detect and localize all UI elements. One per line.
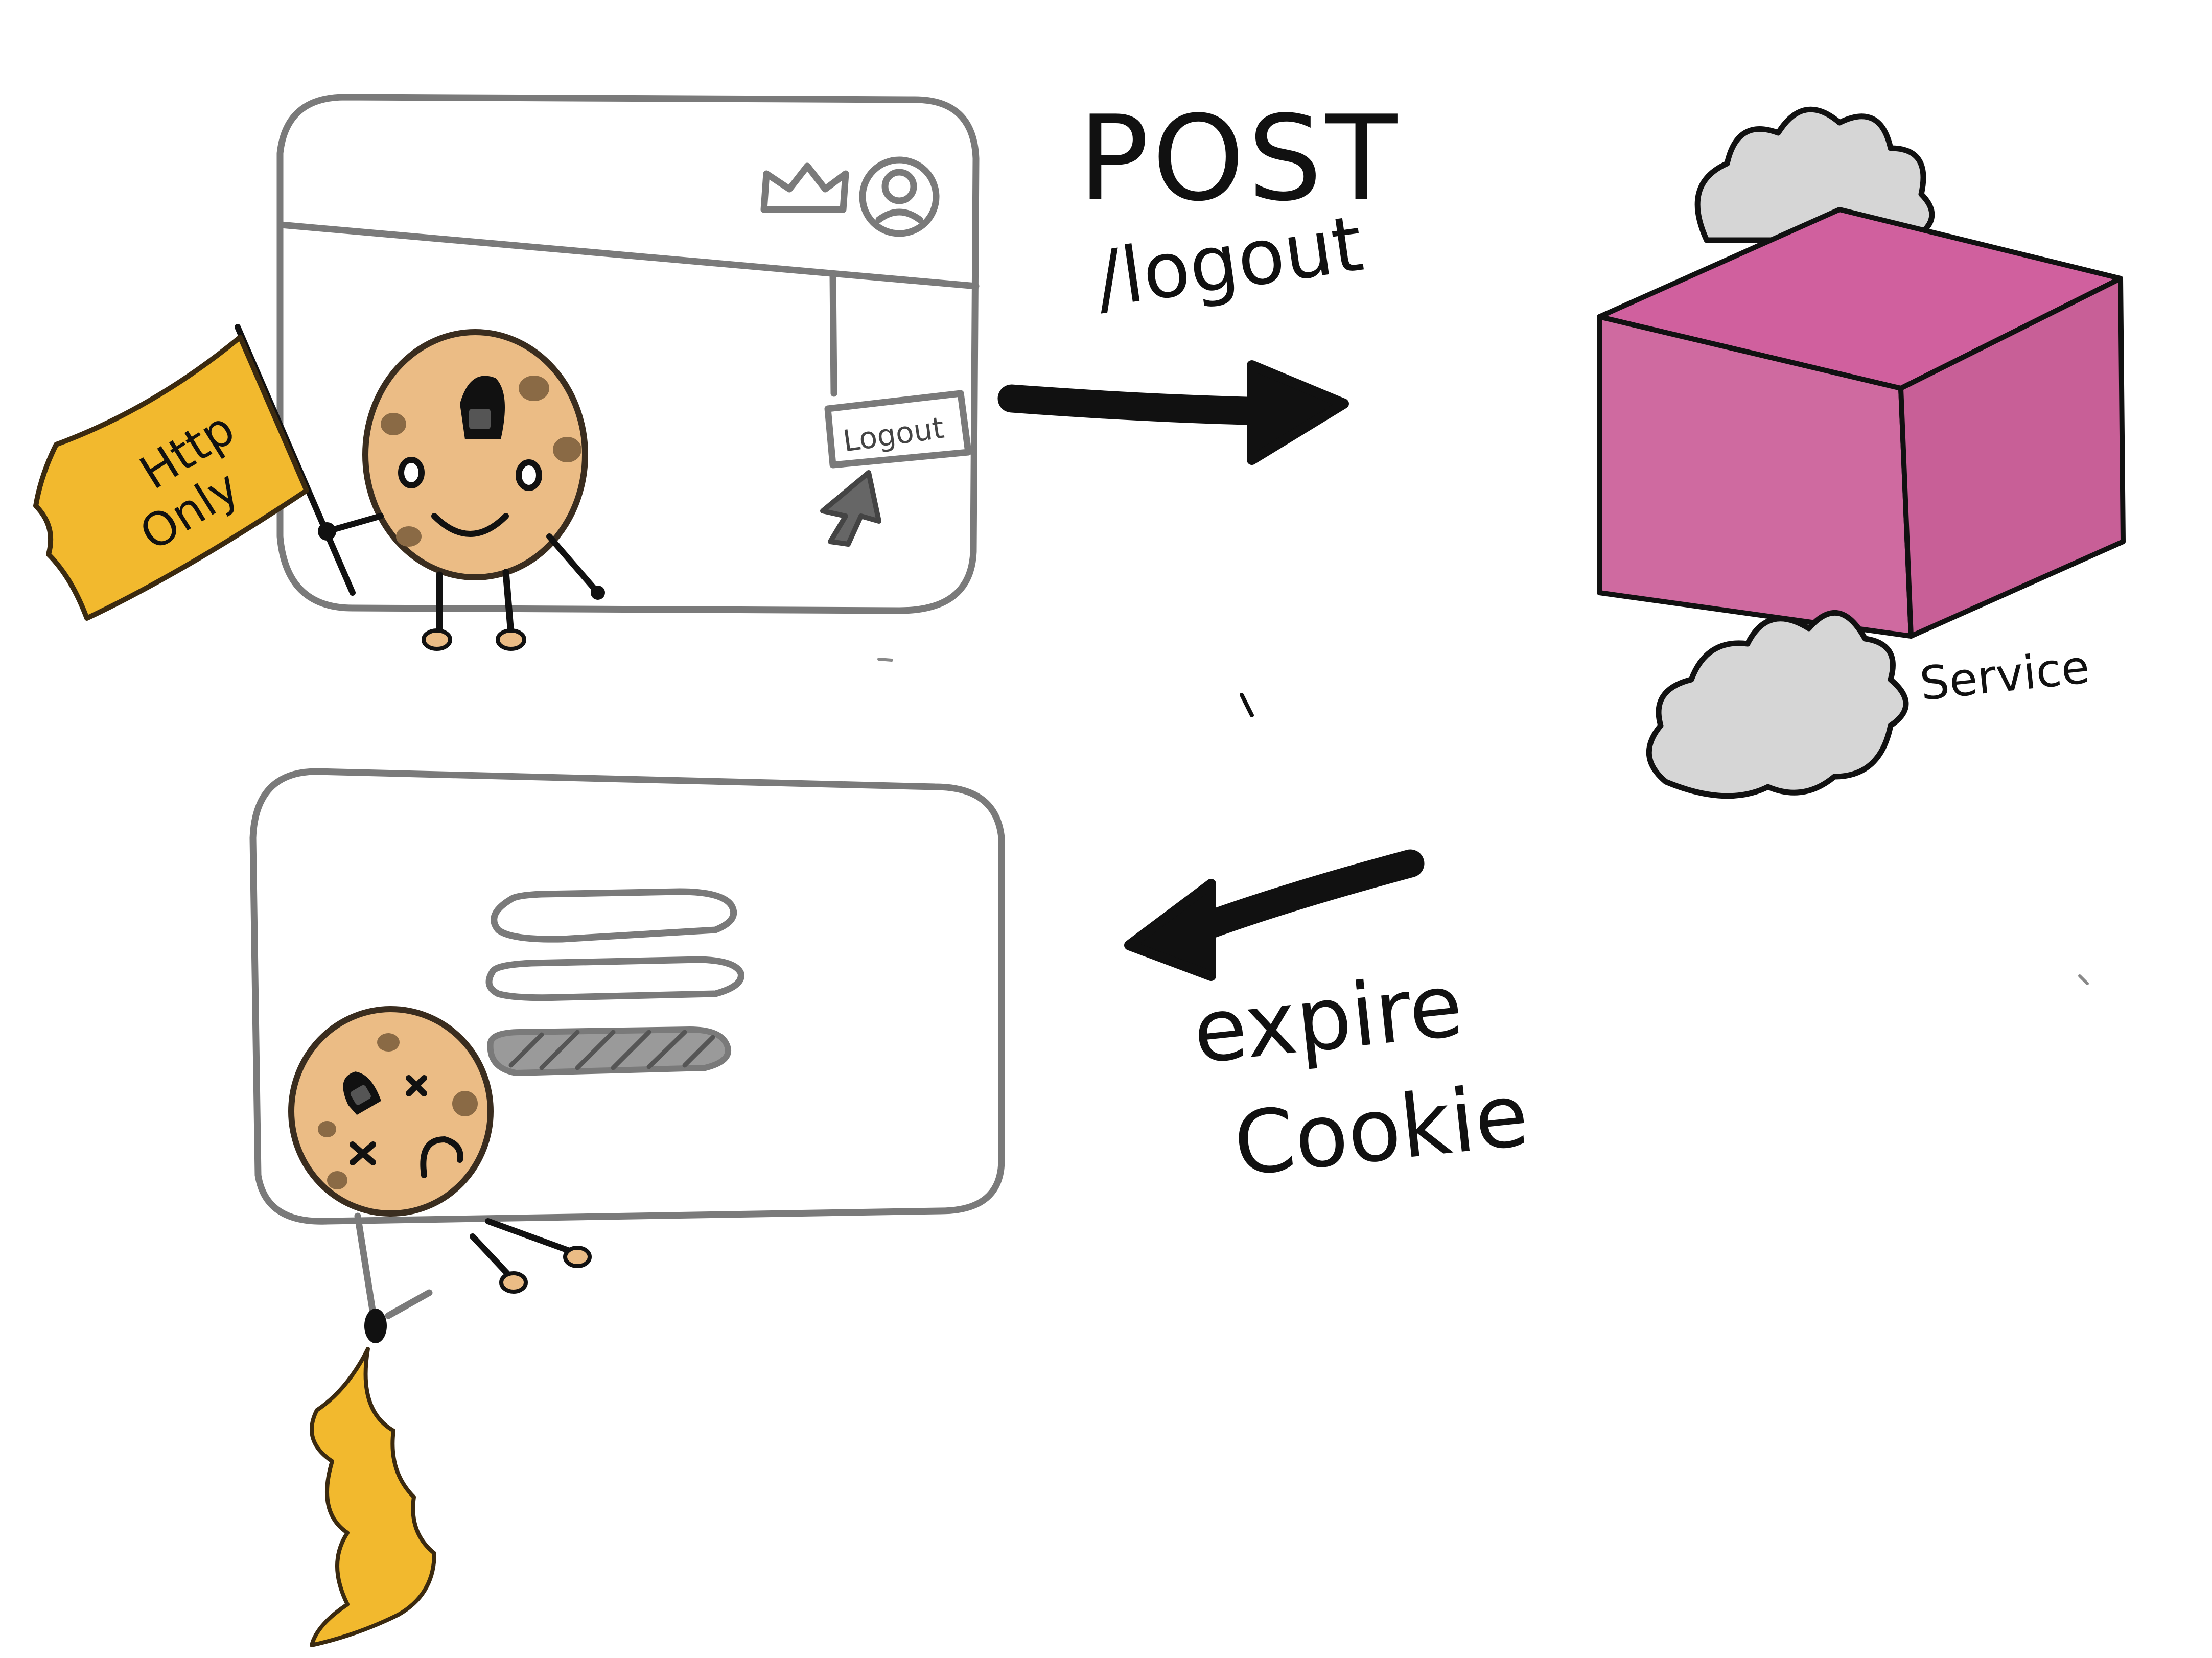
cloud-icon <box>1694 106 1935 243</box>
cookie-leg <box>485 1218 575 1255</box>
logout-button-label: Logout <box>841 410 946 459</box>
request-method-label: POST <box>1078 91 1400 227</box>
cookie-chip <box>327 1171 347 1189</box>
cookie-arm <box>354 1212 377 1317</box>
arrow-left-icon <box>1124 849 1425 981</box>
request-arrow-group: POST /logout <box>997 91 1400 465</box>
cookie-x-eye <box>406 1075 427 1096</box>
cookie-eye <box>516 459 542 491</box>
cookie-eye <box>398 457 425 488</box>
stray-mark <box>877 658 893 662</box>
cookie-chip <box>381 413 406 435</box>
browser-sidebar-divider <box>829 272 837 397</box>
stray-mark <box>2078 974 2089 985</box>
login-username-field[interactable] <box>491 888 737 943</box>
service-label: Service <box>1917 640 2092 711</box>
arrow-right-icon <box>997 360 1349 465</box>
cookie-leg <box>470 1233 514 1280</box>
cookie-chip <box>377 1033 400 1052</box>
login-password-field[interactable] <box>485 956 744 1001</box>
cookie-body <box>288 1006 494 1217</box>
cookie-frown <box>420 1136 463 1178</box>
lock-icon <box>343 1071 381 1115</box>
service-node: Service <box>1597 106 2126 799</box>
cookie-chip <box>318 1121 336 1137</box>
browser-window-logged-in: Logout <box>276 94 980 614</box>
cookie-chip <box>553 437 581 462</box>
cursor-icon <box>820 470 881 547</box>
logout-button[interactable]: Logout <box>824 390 972 469</box>
response-arrow-group: expire Cookie <box>1124 849 1533 1196</box>
user-icon <box>859 156 940 237</box>
cookie-arm <box>546 533 601 596</box>
response-label-line1: expire <box>1189 955 1468 1084</box>
browser-frame <box>249 768 1005 1225</box>
cookie-hand <box>318 522 336 541</box>
cookie-arm <box>324 513 384 534</box>
cookie-x-eye <box>350 1141 376 1165</box>
httponly-flag-falling <box>310 1347 436 1647</box>
browser-frame <box>276 94 980 614</box>
cookie-chip <box>396 526 422 547</box>
browser-toolbar-divider <box>277 221 980 290</box>
cookie-arm <box>385 1289 433 1319</box>
login-submit-button[interactable] <box>487 1026 731 1076</box>
crown-icon <box>760 162 849 213</box>
cookie-foot <box>422 628 452 651</box>
browser-window-logged-out <box>249 768 1005 1225</box>
response-label-line2: Cookie <box>1229 1064 1533 1196</box>
cookie-leg <box>502 569 515 637</box>
cloud-icon <box>1646 610 1909 799</box>
cookie-foot <box>499 1271 528 1294</box>
cookie-chip <box>452 1091 478 1116</box>
cookie-hand <box>591 586 605 600</box>
cookie-foot <box>563 1246 592 1268</box>
cookie-smile <box>431 513 509 537</box>
cookie-hand <box>364 1309 387 1343</box>
cookie-character-dead <box>288 1006 592 1647</box>
service-cube-side <box>1898 276 2126 639</box>
cookie-chip <box>519 376 549 401</box>
httponly-flag <box>33 335 309 621</box>
stray-mark <box>1240 693 1254 717</box>
cookie-foot <box>496 628 526 651</box>
lock-icon <box>460 376 505 439</box>
